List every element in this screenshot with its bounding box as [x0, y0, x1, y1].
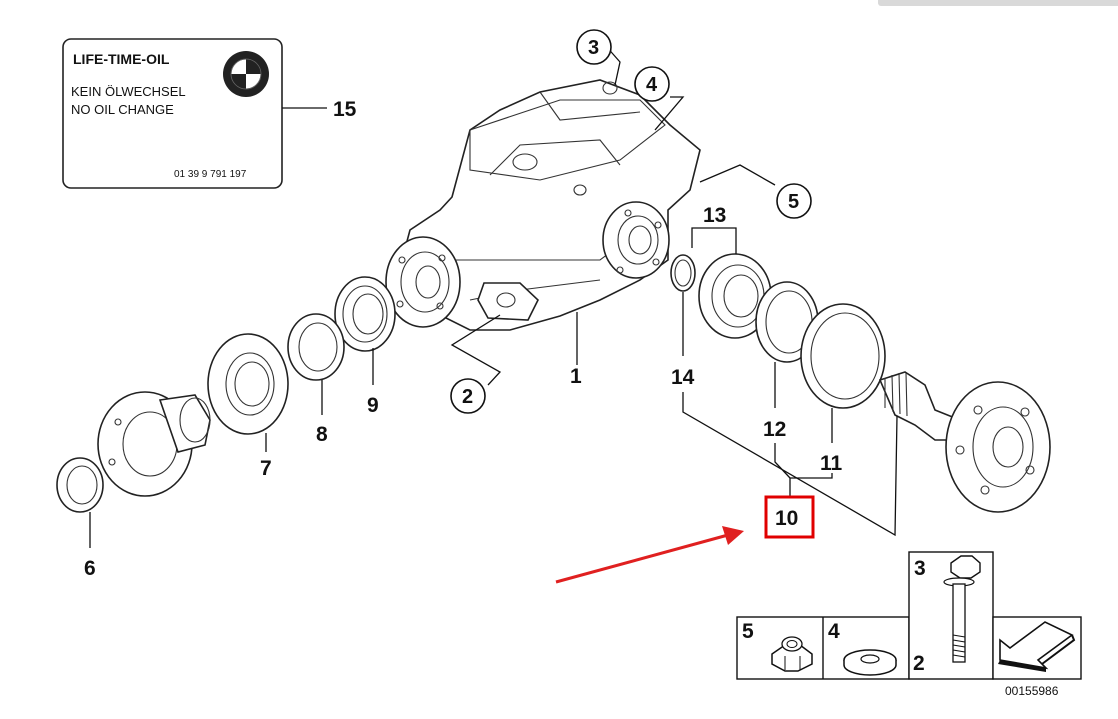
bearing-13 — [698, 253, 772, 339]
callout-5: 5 — [788, 191, 799, 213]
callout-9: 9 — [367, 394, 379, 417]
input-drive-flange — [97, 391, 211, 497]
callout-11: 11 — [820, 452, 843, 475]
bmw-roundel-icon — [223, 51, 269, 97]
output-shaft-flange — [878, 371, 1051, 513]
callout-2-marker: 2 — [450, 378, 486, 414]
callout-7: 7 — [260, 457, 272, 480]
callout-3: 3 — [588, 37, 599, 59]
callout-1: 1 — [570, 365, 582, 388]
callout-13: 13 — [703, 204, 726, 227]
callout-4-marker: 4 — [634, 66, 670, 102]
callout-6: 6 — [84, 557, 96, 580]
oil-plate-line2: NO OIL CHANGE — [71, 102, 174, 117]
callout-15: 15 — [333, 98, 357, 121]
hardware-legend: 5 4 3 2 — [736, 551, 1082, 680]
callout-3-marker: 3 — [576, 29, 612, 65]
legend-bolt-label-top: 3 — [914, 557, 926, 580]
window-edge-bar — [878, 0, 1118, 6]
bolt-icon — [943, 555, 981, 663]
red-pointer-arrow — [555, 526, 744, 584]
callout-14: 14 — [671, 366, 695, 389]
nut-icon — [771, 636, 813, 672]
shield-7 — [207, 333, 289, 435]
diagram-id: 00155986 — [1005, 684, 1059, 698]
callout-12: 12 — [763, 418, 786, 441]
ring-11 — [800, 303, 886, 409]
callout-10-highlight: 10 — [764, 495, 815, 539]
callout-4: 4 — [646, 74, 658, 96]
oil-plate-part-number: 01 39 9 791 197 — [174, 169, 247, 180]
legend-nut-label: 5 — [742, 620, 754, 643]
front-arrow-icon — [998, 621, 1076, 672]
legend-bolt-label-bottom: 2 — [913, 652, 925, 675]
washer-icon — [843, 649, 897, 676]
ring-8 — [287, 313, 345, 381]
seal-9 — [334, 276, 396, 352]
oil-plate-title: LIFE-TIME-OIL — [73, 51, 170, 67]
oil-plate-line1: KEIN ÖLWECHSEL — [71, 84, 186, 99]
callout-10: 10 — [775, 507, 798, 530]
legend-washer-label: 4 — [828, 620, 840, 643]
callout-8: 8 — [316, 423, 328, 446]
differential-housing — [385, 79, 701, 331]
o-ring-14 — [670, 254, 696, 292]
callout-5-marker: 5 — [776, 183, 812, 219]
oil-label-plate: LIFE-TIME-OIL KEIN ÖLWECHSEL NO OIL CHAN… — [62, 38, 327, 189]
callout-2: 2 — [462, 386, 473, 408]
seal-6 — [56, 457, 104, 513]
